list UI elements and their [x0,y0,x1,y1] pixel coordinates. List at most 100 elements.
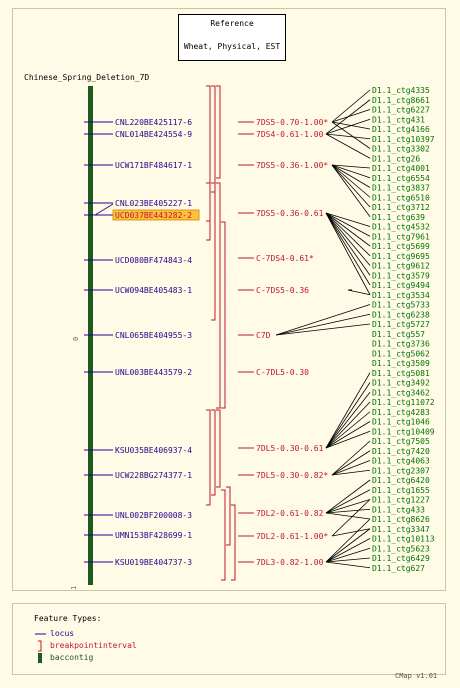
contig-label[interactable]: D1.1_ctg7420 [372,447,430,456]
contig-label[interactable]: D1.1_ctg2307 [372,466,430,475]
contig-label[interactable]: D1.1_ctg4283 [372,408,430,417]
locus-label[interactable]: CNL065BE404955-3 [115,331,192,340]
breakpoint-bracket[interactable] [221,221,226,409]
contig-label[interactable]: D1.1_ctg4532 [372,223,430,232]
locus-label[interactable]: UCW228BG274377-1 [115,471,192,480]
correspondence-line [325,547,371,563]
contig-label[interactable]: D1.1_ctg8626 [372,515,430,524]
breakpoint-bracket[interactable] [216,182,221,409]
contig-label[interactable]: D1.1_ctg1655 [372,486,430,495]
contig-label[interactable]: D1.1_ctg26 [372,154,420,163]
contig-label[interactable]: D1.1_ctg8661 [372,96,430,105]
interval-label[interactable]: 7DS5-0.70-1.00* [256,118,328,127]
contig-label[interactable]: D1.1_ctg6554 [372,174,430,183]
interval-label[interactable]: C-7DS5-0.36 [256,286,309,295]
breakpoint-bracket[interactable] [211,85,216,193]
contig-label[interactable]: D1.1_ctg10397 [372,135,435,144]
breakpoint-bracket[interactable] [226,486,231,546]
contig-label[interactable]: D1.1_ctg3534 [372,291,430,300]
interval-label[interactable]: 7DL2-0.61-0.82 [256,509,324,518]
contig-label[interactable]: D1.1_ctg1046 [372,418,430,427]
correspondence-line [331,164,371,169]
interval-label[interactable]: 7DS4-0.61-1.00 [256,130,324,139]
interval-label[interactable]: 7DL5-0.30-0.82* [256,471,328,480]
contig-label[interactable]: D1.1_ctg3302 [372,145,430,154]
contig-label[interactable]: D1.1_ctg3462 [372,388,430,397]
map-title[interactable]: Chinese_Spring_Deletion_7D [24,73,150,82]
locus-label[interactable]: UCD080BF474843-4 [115,256,192,265]
interval-label[interactable]: C-7DS4-0.61* [256,254,314,263]
contig-label[interactable]: D1.1_ctg5727 [372,320,430,329]
locus-label[interactable]: KSU019BE404737-3 [115,558,192,567]
contig-label[interactable]: D1.1_ctg9612 [372,262,430,271]
interval-label[interactable]: C7D [256,331,271,340]
contig-label[interactable]: D1.1_ctg4001 [372,164,430,173]
legend: Feature Types: locus breakpointinterval … [12,603,446,675]
contig-label[interactable]: D1.1_ctg5081 [372,369,430,378]
contig-label[interactable]: D1.1_ctg3347 [372,525,430,534]
contig-label[interactable]: D1.1_ctg9695 [372,252,430,261]
locus-label[interactable]: CNL014BE424554-9 [115,130,192,139]
contig-label[interactable]: D1.1_ctg6429 [372,554,430,563]
contig-label[interactable]: D1.1_ctg3509 [372,359,430,368]
contig-label[interactable]: D1.1_ctg3579 [372,271,430,280]
contig-label[interactable]: D1.1_ctg4335 [372,86,430,95]
contig-label[interactable]: D1.1_ctg3712 [372,203,430,212]
locus-label[interactable]: KSU035BE406937-4 [115,446,192,455]
contig-label[interactable]: D1.1_ctg5623 [372,544,430,553]
locus-label[interactable]: UNL003BE443579-2 [115,368,192,377]
contig-label[interactable]: D1.1_ctg5699 [372,242,430,251]
contig-label[interactable]: D1.1_ctg3736 [372,340,430,349]
locus-label[interactable]: CNL220BE425117-6 [115,118,192,127]
locus-label[interactable]: UCD037BE443282-2 [115,211,192,220]
interval-label[interactable]: C-7DL5-0.30 [256,368,309,377]
interval-label[interactable]: 7DL3-0.82-1.00 [256,558,324,567]
contig-label[interactable]: D1.1_ctg557 [372,330,425,339]
contig-label[interactable]: D1.1_ctg1227 [372,496,430,505]
contig-label[interactable]: D1.1_ctg639 [372,213,425,222]
locus-label[interactable]: UMN153BF428699-1 [115,531,192,540]
breakpoint-bracket[interactable] [211,182,216,321]
contig-label[interactable]: D1.1_ctg5733 [372,301,430,310]
contig-label[interactable]: D1.1_ctg10113 [372,535,435,544]
breakpoint-bracket[interactable] [206,409,211,506]
contig-label[interactable]: D1.1_ctg6420 [372,476,430,485]
breakpoint-bracket[interactable] [221,489,226,581]
breakpoint-bracket[interactable] [231,504,236,581]
contig-label[interactable]: D1.1_ctg6510 [372,193,430,202]
contig-label[interactable]: D1.1_ctg431 [372,115,425,124]
contig-label[interactable]: D1.1_ctg6227 [372,106,430,115]
interval-label[interactable]: 7DL2-0.61-1.00* [256,532,328,541]
contig-label[interactable]: D1.1_ctg7961 [372,232,430,241]
contig-label[interactable]: D1.1_ctg9494 [372,281,430,290]
correspondence-line [275,323,371,336]
locus-label[interactable]: UCW171BF484617-1 [115,161,192,170]
contig-label[interactable]: D1.1_ctg7505 [372,437,430,446]
interval-label[interactable]: 7DS5-0.36-1.00* [256,161,328,170]
correspondence-lines-group [275,89,371,569]
reference-box[interactable]: Reference Wheat, Physical, EST [178,14,286,61]
contig-label[interactable]: D1.1_ctg627 [372,564,425,573]
correspondence-line [325,430,371,449]
breakpoint-bracket[interactable] [206,85,211,222]
contig-label[interactable]: D1.1_ctg4063 [372,457,430,466]
contig-label[interactable]: D1.1_ctg6238 [372,310,430,319]
breakpoint-bracket[interactable] [206,182,211,241]
interval-label[interactable]: 7DL5-0.30-0.61 [256,444,324,453]
contig-label[interactable]: D1.1_ctg433 [372,505,425,514]
contig-label[interactable]: D1.1_ctg3837 [372,184,430,193]
locus-label[interactable]: UCW094BE405483-1 [115,286,192,295]
breakpoint-bracket[interactable] [216,409,221,488]
contig-label[interactable]: D1.1_ctg3492 [372,379,430,388]
breakpoint-bracket[interactable] [216,85,221,179]
correspondence-line [331,469,371,476]
contig-label[interactable]: D1.1_ctg10409 [372,427,435,436]
interval-label[interactable]: 7DS5-0.36-0.61 [256,209,324,218]
contig-label[interactable]: D1.1_ctg5062 [372,349,430,358]
breakpoint-bracket[interactable] [211,409,216,496]
contig-label[interactable]: D1.1_ctg11072 [372,398,435,407]
locus-label[interactable]: UNL002BF200008-3 [115,511,192,520]
locus-label[interactable]: CNL023BE405227-1 [115,199,192,208]
scale-bottom-label: 1 [70,586,78,590]
contig-label[interactable]: D1.1_ctg4166 [372,125,430,134]
